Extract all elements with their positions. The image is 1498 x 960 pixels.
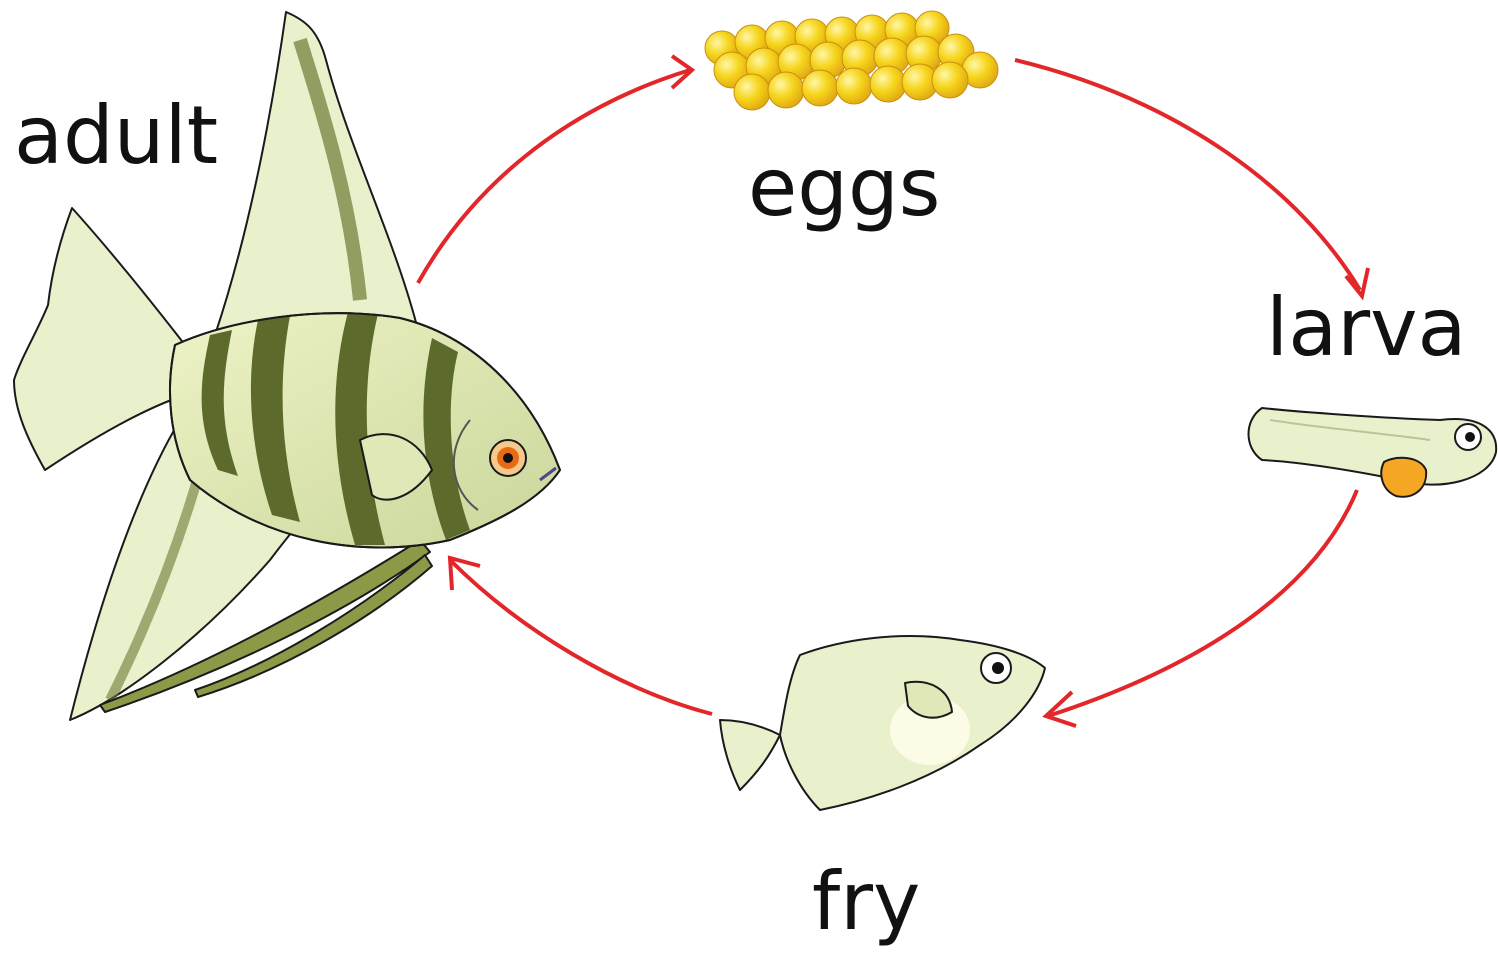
eggs-illustration <box>705 11 998 110</box>
label-eggs: eggs <box>748 148 940 228</box>
label-adult: adult <box>14 96 218 176</box>
fry-illustration <box>720 636 1045 810</box>
arrow-eggs-to-larva <box>1015 60 1360 290</box>
label-fry: fry <box>812 862 920 942</box>
arrow-adult-to-eggs <box>418 70 690 283</box>
arrow-fry-to-adult <box>450 560 712 714</box>
larva-illustration <box>1249 408 1497 497</box>
label-larva: larva <box>1266 288 1467 368</box>
arrow-larva-to-fry <box>1048 490 1357 716</box>
